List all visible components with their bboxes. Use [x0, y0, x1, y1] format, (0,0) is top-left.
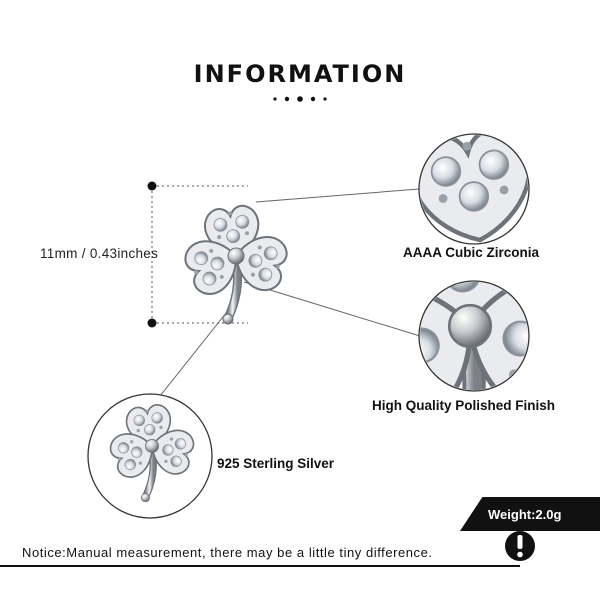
callout-lines — [159, 188, 421, 397]
sterling-detail-image — [87, 393, 213, 519]
dimension-guides — [151, 185, 248, 324]
weight-banner: Weight:2.0g — [460, 497, 600, 531]
dimension-label: 11mm / 0.43inches — [40, 246, 159, 261]
title-divider-dots — [273, 96, 327, 102]
clover-earring-image — [181, 204, 290, 324]
polished-detail-image — [418, 280, 530, 392]
polished-label: High Quality Polished Finish — [372, 398, 556, 413]
zirconia-detail-image — [418, 133, 530, 245]
zirconia-label: AAAA Cubic Zirconia — [403, 245, 540, 260]
weight-label: Weight:2.0g — [488, 507, 562, 522]
exclamation-icon — [505, 531, 535, 561]
dimension-bottom-marker — [147, 318, 157, 328]
sterling-label: 925 Sterling Silver — [217, 456, 335, 471]
page-title: INFORMATION — [193, 60, 407, 88]
notice-text: Notice:Manual measurement, there may be … — [22, 545, 433, 560]
dimension-top-marker — [147, 181, 157, 191]
